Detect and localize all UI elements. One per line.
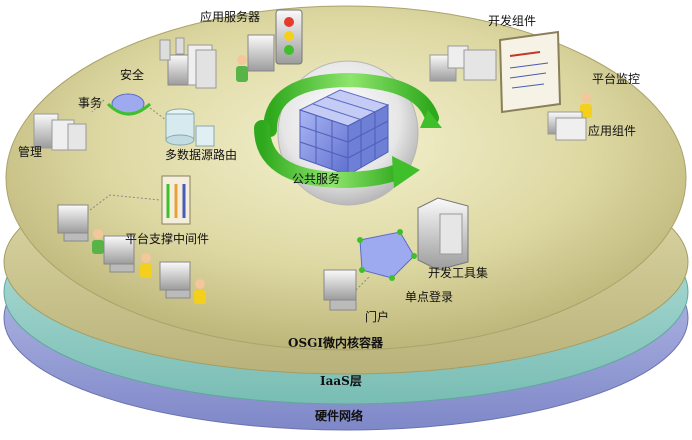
label-public-service: 公共服务	[292, 172, 341, 186]
label-layer-osgi: OSGI微内核容器	[288, 336, 383, 350]
dev-toolset-server-icon	[417, 197, 469, 271]
sso-network-icon	[357, 229, 417, 281]
database-icon	[149, 107, 215, 147]
label-platform-support-middleware: 平台支撑中间件	[125, 232, 210, 246]
label-portal: 门户	[365, 310, 390, 324]
arrow-head-icon	[392, 156, 420, 188]
portal-pc-icon	[323, 269, 371, 311]
app-components-icon	[547, 93, 592, 141]
label-layer-hardware: 硬件网络	[315, 409, 364, 423]
management-icon	[33, 113, 87, 151]
cube-icon	[298, 89, 390, 176]
label-layer-iaas: IaaS层	[320, 374, 362, 388]
label-single-sign-on: 单点登录	[405, 290, 454, 304]
label-app-components: 应用组件	[588, 124, 637, 138]
label-transaction: 事务	[78, 96, 103, 110]
middleware-workstations-icon	[57, 175, 206, 304]
label-management: 管理	[18, 145, 43, 159]
platform-monitor-board-icon	[498, 30, 562, 114]
public-service-core	[254, 60, 442, 206]
security-icon	[159, 37, 217, 89]
label-dev-toolset: 开发工具集	[428, 266, 489, 280]
transaction-icon	[91, 93, 152, 116]
label-multi-datasource-routing: 多数据源路由	[165, 148, 238, 162]
app-server-icon	[236, 9, 303, 82]
label-platform-monitor: 平台监控	[592, 72, 641, 86]
label-security: 安全	[120, 68, 145, 82]
label-app-server: 应用服务器	[200, 10, 261, 24]
label-dev-components: 开发组件	[488, 14, 537, 28]
dev-components-icon	[429, 45, 497, 82]
